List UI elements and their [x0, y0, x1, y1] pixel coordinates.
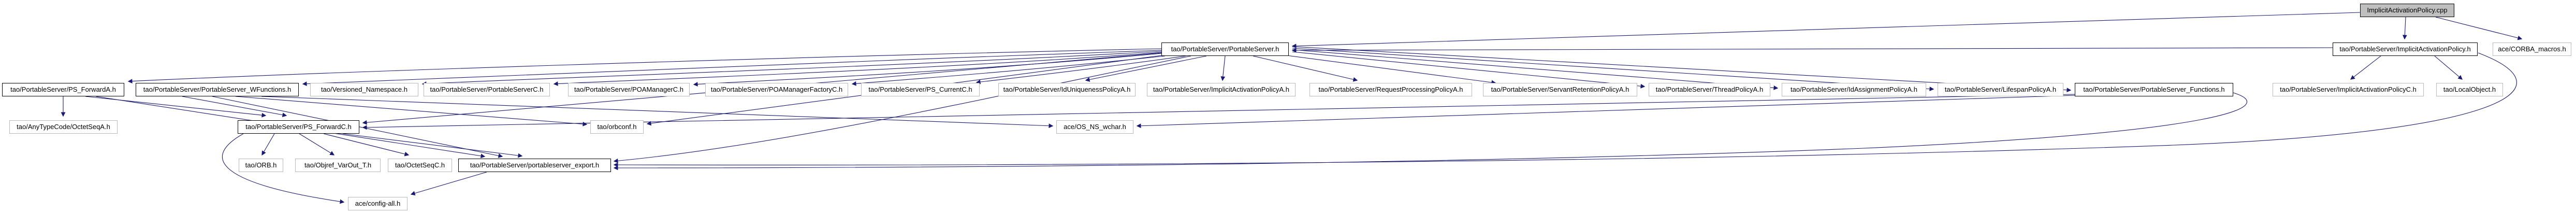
node-octetseqc-h: tao/OctetSeqC.h — [388, 159, 452, 172]
node-ps-forwardc-h[interactable]: tao/PortableServer/PS_ForwardC.h — [238, 120, 359, 134]
node-poamanagerc-h: tao/PortableServer/POAManagerC.h — [568, 83, 690, 96]
node-iduniquenesspolicya-h: tao/PortableServer/IdUniquenessPolicyA.h — [998, 83, 1136, 96]
edge-wfunctions-wchar — [261, 96, 1054, 129]
node-localobject-h: tao/LocalObject.h — [2436, 83, 2503, 96]
edge-psh-threada — [1292, 51, 1646, 89]
node-requestprocessingpolicya-h: tao/PortableServer/RequestProcessingPoli… — [1309, 83, 1472, 96]
edge-functions-export — [613, 92, 2248, 171]
node-implicitactivationpolicy-cpp: ImplicitActivationPolicy.cpp — [2360, 4, 2454, 17]
edge-psh-versionedns — [421, 51, 1162, 86]
node-os-ns-wchar-h: ace/OS_NS_wchar.h — [1056, 120, 1133, 134]
edge-psh-iduniqa — [1085, 55, 1207, 82]
edge-psh-export — [613, 55, 1191, 163]
node-portableserver-h[interactable]: tao/PortableServer/PortableServer.h — [1161, 42, 1289, 56]
edge-cpp-corba — [2435, 17, 2523, 40]
node-orbconf-h: tao/orbconf.h — [590, 120, 644, 134]
edge-iaph-psh — [1291, 47, 2333, 53]
edge-psh-implacta — [1220, 55, 1226, 81]
edge-forwardc-export — [342, 133, 523, 158]
edge-psh-pscurrentc — [976, 55, 1186, 84]
edge-functions-wchar — [1136, 95, 2075, 129]
node-threadpolicya-h: tao/PortableServer/ThreadPolicyA.h — [1649, 83, 1770, 96]
edge-psh-lifespana — [1292, 48, 1934, 91]
edge-forwardc-orb — [261, 133, 275, 156]
node-objref-varout-t-h: tao/Objref_VarOut_T.h — [295, 159, 381, 172]
edge-iaph-localobject — [2434, 55, 2463, 80]
node-lifespanpolicya-h: tao/PortableServer/LifespanPolicyA.h — [1938, 83, 2063, 96]
node-implicitactivationpolicyc-h: tao/PortableServer/ImplicitActivationPol… — [2273, 83, 2424, 96]
node-config-all-h: ace/config-all.h — [348, 197, 407, 210]
edge-forwarda-forwardc — [85, 96, 267, 118]
edge-psh-idassigna — [1292, 49, 1779, 90]
node-versioned-namespace-h: tao/Versioned_Namespace.h — [310, 83, 418, 96]
edge-psh-servreta — [1278, 54, 1496, 85]
node-portableserver-wfunctions-h[interactable]: tao/PortableServer/PortableServer_WFunct… — [136, 83, 299, 96]
node-orb-h: tao/ORB.h — [239, 159, 283, 172]
edge-wfunctions-forwardc — [182, 96, 287, 117]
edge-iaph-export — [613, 52, 2517, 167]
edge-wfunctions-orbconf — [235, 96, 588, 126]
edge-psh-wfunctions — [302, 50, 1162, 86]
node-portableserverc-h: tao/PortableServer/PortableServerC.h — [424, 83, 550, 96]
edge-psh-poamgrc — [693, 53, 1162, 87]
edge-forwardc-objref — [299, 133, 335, 155]
edge-cpp-psh — [1291, 12, 2361, 49]
node-octetseqa-h: tao/AnyTypeCode/OctetSeqA.h — [9, 120, 118, 134]
node-implicitactivationpolicya-h: tao/PortableServer/ImplicitActivationPol… — [1147, 83, 1296, 96]
node-corba-macros-h: ace/CORBA_macros.h — [2493, 42, 2571, 56]
node-portableserver-export-h[interactable]: tao/PortableServer/portableserver_export… — [458, 159, 611, 172]
node-implicitactivationpolicy-h[interactable]: tao/PortableServer/ImplicitActivationPol… — [2333, 42, 2478, 56]
edge-cpp-iaph — [2402, 17, 2407, 40]
node-portableserver-functions-h[interactable]: tao/PortableServer/PortableServer_Functi… — [2075, 83, 2233, 96]
edge-psh-forwarda — [127, 48, 1162, 84]
edge-forwardc-octetseqc — [323, 133, 410, 157]
edge-psh-reqproca — [1253, 55, 1358, 82]
edge-forwardc-configall — [222, 133, 345, 204]
node-ps-forwarda-h[interactable]: tao/PortableServer/PS_ForwardA.h — [2, 83, 124, 96]
edge-psh-poamgrfacc — [851, 55, 1166, 86]
node-servantretentionpolicya-h: tao/PortableServer/ServantRetentionPolic… — [1483, 83, 1637, 96]
node-ps-currentc-h: tao/PortableServer/PS_CurrentC.h — [861, 83, 980, 96]
edge-iaph-implactc — [2350, 55, 2381, 80]
node-idassignmentpolicya-h: tao/PortableServer/IdAssignmentPolicyA.h — [1782, 83, 1926, 96]
node-poamanagerfactoryc-h: tao/PortableServer/POAManagerFactoryC.h — [705, 83, 848, 96]
edge-export-configall — [410, 172, 487, 196]
edge-psh-pservrc — [553, 52, 1162, 86]
